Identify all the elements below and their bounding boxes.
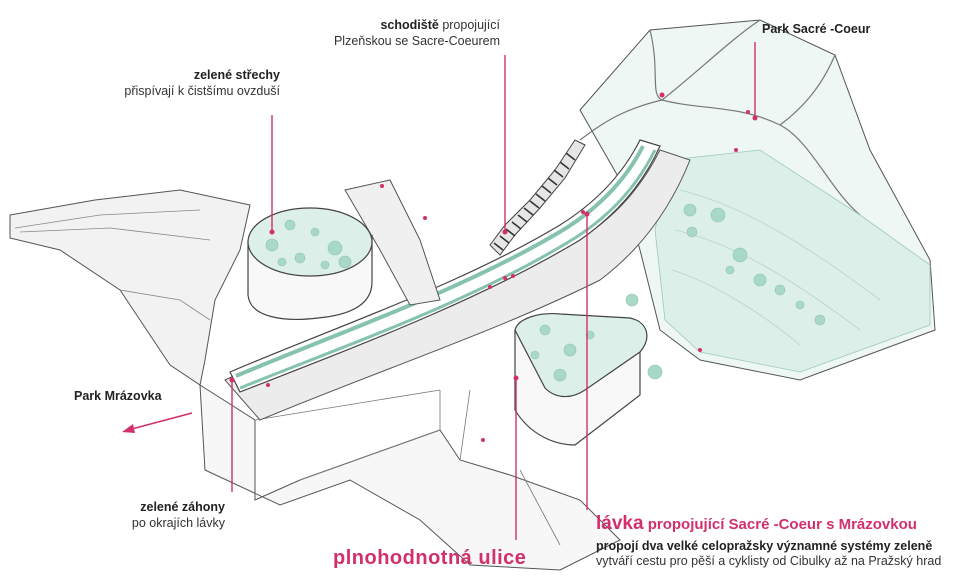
park-paths [579,19,861,216]
lavka-green-strip-2 [239,149,657,390]
green-beds-desc: po okrajích lávky [131,515,225,530]
label-green-roofs: zelené střechy přispívají k čistšímu ovz… [84,68,280,99]
label-stairway: schodiště propojující Plzeňskou se Sacre… [300,18,500,49]
central-ramp [344,179,441,306]
bridge-foundation [199,384,621,571]
stairway-desc: Plzeňskou se Sacre-Coeurem [333,33,500,48]
label-park-mrazovka: Park Mrázovka [74,389,162,405]
stairway-title: schodiště [380,18,439,32]
mrazovka-arrow [122,412,193,433]
label-footbridge: lávka propojující Sacré -Coeur s Mrázovk… [596,512,941,570]
leader-dots [229,115,758,383]
label-green-beds: zelené záhony po okrajích lávky [60,500,225,531]
label-full-street: plnohodnotná ulice [333,546,526,571]
park-sacre-coeur-title: Park Sacré -Coeur [762,22,871,36]
label-park-sacre-coeur: Park Sacré -Coeur [762,22,870,38]
trees [265,203,826,382]
park-green-lawn [654,149,931,373]
full-street-title: plnohodnotná ulice [333,547,527,569]
park-contours [671,189,881,346]
footbridge-title: lávka propojující Sacré -Coeur s Mrázovk… [596,512,941,536]
foundation-details [254,389,561,546]
accent-markers [266,92,750,442]
green-roofs-desc: přispívají k čistšímu ovzduší [124,83,280,98]
green-roofs-title: zelené střechy [193,68,280,82]
green-beds-title: zelené záhony [140,500,225,514]
stairway-title-rest: propojující [438,18,500,32]
footbridge-title-rest: propojující Sacré -Coeur s Mrázovkou [643,516,917,533]
park-mrazovka-title: Park Mrázovka [74,389,162,403]
stair-steps [493,152,576,251]
lavka-green-strip-1 [235,145,645,378]
stairway [489,139,586,256]
footbridge-word: lávka [596,513,644,534]
west-arm-lanes [14,209,211,321]
footbridge-desc-1: propojí dva velké celopražsky významné s… [596,538,933,553]
footbridge-desc-2: vytváří cestu pro pěší a cyklisty od Cib… [596,554,942,569]
west-street-arm [9,189,251,386]
leader-lines [231,42,756,540]
